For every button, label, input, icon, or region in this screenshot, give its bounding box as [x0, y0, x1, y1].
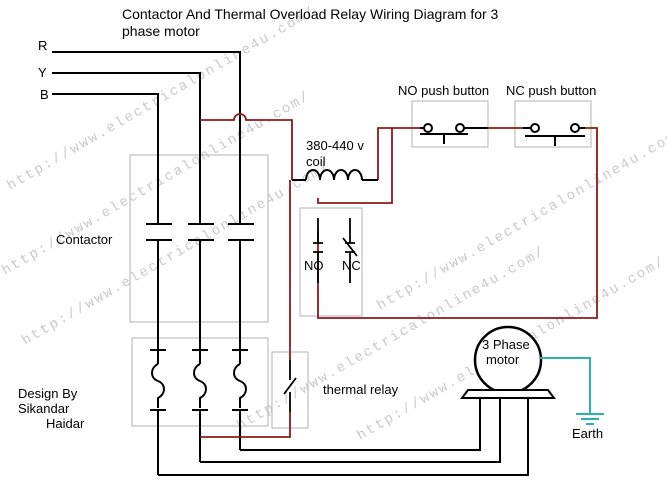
y-line	[52, 72, 201, 155]
earth-connection	[540, 357, 604, 425]
motor-feed-r	[240, 398, 481, 451]
coil-turns	[305, 169, 363, 181]
no-button-actuator	[420, 133, 468, 144]
aux-contacts	[313, 218, 358, 283]
supply-lines	[52, 51, 241, 155]
credit-line-1: Design By	[18, 386, 78, 401]
motor-feed-y	[200, 398, 501, 463]
motor-base	[460, 389, 556, 399]
heater-r	[232, 349, 248, 450]
r-line	[52, 51, 241, 155]
nc-push-button-label: NC push button	[506, 83, 596, 98]
contactor-coil	[292, 169, 378, 181]
aux-contact-box	[299, 207, 363, 317]
earth-icon	[576, 413, 604, 425]
credit-line-2: Sikandar	[18, 401, 70, 416]
nc-button-contact-left	[530, 123, 540, 133]
control-wiring	[200, 113, 598, 438]
push-buttons	[420, 123, 585, 146]
coil-label-line-1: 380-440 v	[306, 138, 364, 153]
motor-feed-b	[158, 398, 529, 476]
earth-wire	[540, 357, 591, 414]
aux-no-label: NO	[304, 258, 324, 273]
contactor-main-contacts	[146, 155, 254, 350]
no-button-contact-left	[423, 123, 433, 133]
thermal-relay-contact	[283, 360, 297, 412]
aux-nc-label: NC	[342, 258, 361, 273]
title-line-2: phase motor	[122, 23, 200, 39]
earth-label: Earth	[572, 426, 603, 441]
aux-nc-contact	[342, 218, 358, 283]
nc-button-actuator	[525, 135, 585, 146]
b-line	[52, 93, 159, 155]
watermark-text: http://www.electricalonline4u.com/	[20, 159, 334, 350]
nc-button-contact-right	[570, 123, 580, 133]
phase-label-r: R	[38, 38, 47, 53]
motor-label-line-1: 3 Phase	[482, 337, 530, 352]
coil-label-line-2: coil	[306, 154, 326, 169]
contactor-label: Contactor	[56, 232, 113, 247]
heater-y	[192, 349, 208, 462]
overload-heaters	[150, 349, 248, 475]
nc-button-return-wire	[317, 127, 598, 319]
contact-y	[188, 155, 214, 350]
contact-b	[146, 155, 172, 350]
thermal-relay-label: thermal relay	[323, 382, 399, 397]
motor-feed-wires	[158, 398, 529, 476]
thermal-relay-nc-contact	[283, 360, 297, 412]
watermark-group: http://www.electricalonline4u.com/ http:…	[0, 4, 667, 445]
relay-return-wire	[200, 412, 291, 438]
aux-contact-hold-wire	[317, 128, 393, 204]
coil-to-no-button-wire	[377, 127, 420, 180]
title-line-1: Contactor And Thermal Overload Relay Wir…	[122, 6, 499, 22]
no-push-button-box	[411, 100, 489, 148]
motor-label-line-2: motor	[486, 352, 520, 367]
no-push-button-label: NO push button	[398, 83, 489, 98]
aux-no-contact	[313, 218, 323, 283]
motor-symbol	[460, 325, 556, 399]
phase-label-b: B	[40, 87, 49, 102]
coil-feed-wire	[200, 113, 293, 180]
phase-label-y: Y	[38, 65, 47, 80]
contact-r	[228, 155, 254, 350]
heater-b	[150, 349, 166, 475]
nc-push-button-box	[514, 100, 592, 148]
watermark-text: http://www.electricalonline4u.com/	[0, 89, 314, 280]
credit-line-3: Haidar	[46, 416, 85, 431]
no-button-contact-right	[455, 123, 465, 133]
